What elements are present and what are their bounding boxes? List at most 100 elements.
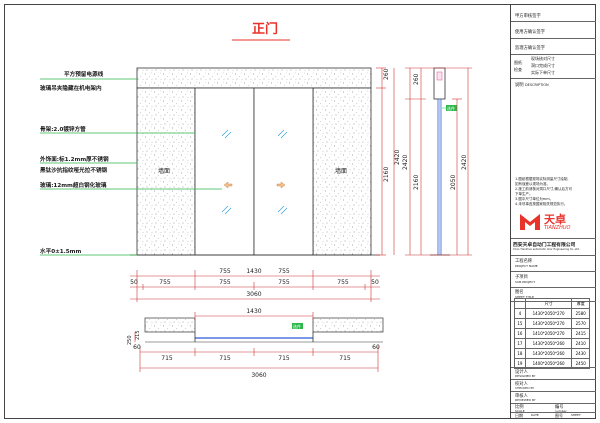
confirm-item-2: 洞口完成尺寸 (531, 63, 555, 68)
note-5: 3.图中尺寸单位为mm。 (515, 197, 554, 201)
elevation-vertical-dims (376, 67, 386, 256)
plan-row-6: 60 (372, 344, 380, 351)
confirm-item-3: 实际下单尺寸 (531, 70, 555, 75)
confirm-item-1: 现场核对尺寸 (531, 56, 555, 61)
dim-row2-5: 755 (337, 279, 349, 286)
callout-level: 水平0±1.5mm (39, 247, 82, 255)
confirm-label-2: 检查 (514, 67, 522, 72)
reviewer-label: 审核人 (515, 394, 528, 399)
note-1: 1.图纸根据现场实际测量尺寸绘制, (515, 177, 569, 181)
plan-side-250: 250 (127, 335, 133, 345)
plan-dims (134, 312, 379, 372)
dim-2160: 2160 (383, 167, 390, 182)
designer-label: 设计人 (515, 370, 528, 375)
sign-supervisor: 监理方确认签字 (515, 46, 546, 51)
door-leaf-left (194, 87, 255, 256)
callout-wire-1: 平方预留电源线 (64, 70, 104, 78)
logo-text-cn: 天卓 (544, 213, 566, 226)
sign-user: 使用方确认签字 (515, 30, 546, 35)
date-label: 日期 (515, 413, 523, 418)
note-6: 4.未尽事宜按国家相关规范执行。 (515, 202, 568, 206)
confirm-label-1: 图纸 (514, 60, 522, 65)
callout-finish-2: 黑钛沙抗指纹哑光拉不锈钢 (40, 166, 108, 174)
dim-row2-6: 50 (371, 279, 379, 286)
section-tag (446, 105, 457, 111)
dim-260: 260 (383, 68, 390, 80)
scale-label-en: SCALE (515, 409, 525, 413)
company-logo: 天卓 TIANZHUO (517, 210, 589, 236)
section-260: 260 (413, 73, 420, 85)
door-leaf-right (253, 87, 314, 256)
checker-label-en: CHECKED BY (515, 386, 535, 390)
wall-label-right: 墙面 (335, 167, 347, 175)
sheet-title-label-en: SHEET TITLE (515, 295, 534, 299)
dim-row1-left: 755 (219, 268, 231, 275)
wall-right (312, 87, 372, 256)
wall-label-left: 墙面 (158, 167, 170, 175)
note-4: 下单生产。 (515, 192, 533, 196)
sheet-label: 图号 (555, 413, 563, 418)
dim-total: 3060 (246, 291, 261, 298)
number-label-en: number (555, 409, 567, 413)
note-2: 如有误差以现场为准。 (515, 182, 550, 186)
section-2160: 2160 (413, 175, 420, 190)
section-2050: 2050 (450, 175, 457, 190)
sheet-title-label: 图名 (515, 290, 524, 295)
dim-2420: 2420 (394, 150, 401, 165)
notes-label: 说明 (515, 83, 524, 88)
svg-text:选件: 选件 (447, 105, 455, 111)
company-name-en: Xi'an Tianzhuo automatic door Engineerin… (513, 248, 580, 251)
callout-leaders (40, 78, 222, 256)
elevation-horizontal-dims (130, 270, 380, 302)
plan-side-215: 215 (135, 330, 141, 340)
scale-label: 比例 (515, 405, 524, 410)
callout-finish-1: 外饰面:标1.2mm厚不锈钢 (39, 155, 109, 163)
dim-row2-4: 755 (278, 279, 290, 286)
project-label-en: PROJECT NAME (515, 264, 538, 268)
open-arrow-left (223, 181, 233, 189)
front-elevation: 墙面 墙面 (130, 67, 380, 256)
plan-tag (292, 323, 303, 329)
open-arrow-right (276, 181, 286, 189)
date-label-en: DATE (531, 413, 539, 417)
side-section: 选件 (430, 67, 457, 256)
reviewer-label-en: REVIEWED BY (515, 398, 536, 402)
dim-row2-2: 755 (159, 279, 171, 286)
sheet-label-en: SHEET (571, 413, 581, 417)
subproject-label: 子项目 (515, 275, 528, 280)
dim-row2-3: 755 (219, 279, 231, 286)
plan-row-2: 715 (161, 355, 173, 362)
header-box (136, 67, 372, 89)
section-2420: 2420 (402, 155, 409, 170)
note-3: 2.施工前请核对洞口尺寸,确认后方可 (515, 187, 572, 191)
plan-row-4: 715 (278, 355, 290, 362)
logo-text-en: TIANZHUO (544, 225, 571, 231)
section-dims (405, 67, 472, 256)
project-label: 工程名称 (515, 259, 533, 264)
plan-1430: 1430 (246, 308, 261, 315)
plan-row-5: 715 (339, 355, 351, 362)
dim-row2-1: 50 (130, 279, 138, 286)
plan-row-3: 715 (219, 355, 231, 362)
plan-total: 3060 (251, 372, 266, 379)
plan-row-1: 60 (133, 344, 141, 351)
company-name: 西安天卓自动门工程有限公司 (513, 243, 576, 248)
dim-row1-center: 1430 (246, 268, 261, 275)
callout-glass: 玻璃:12mm超白钢化玻璃 (40, 181, 107, 189)
checker-label: 校对人 (515, 382, 528, 387)
logo-mark-icon (520, 214, 540, 230)
drawing-title: 正门 (252, 21, 278, 37)
dim-row1-right: 755 (278, 268, 290, 275)
drawing-frame (4, 4, 596, 419)
subproject-label-en: SUB-PROJECT (515, 280, 536, 284)
callout-wire-2: 玻璃吊夹隐藏在机电架内 (40, 84, 102, 92)
svg-text:选件: 选件 (293, 323, 301, 329)
